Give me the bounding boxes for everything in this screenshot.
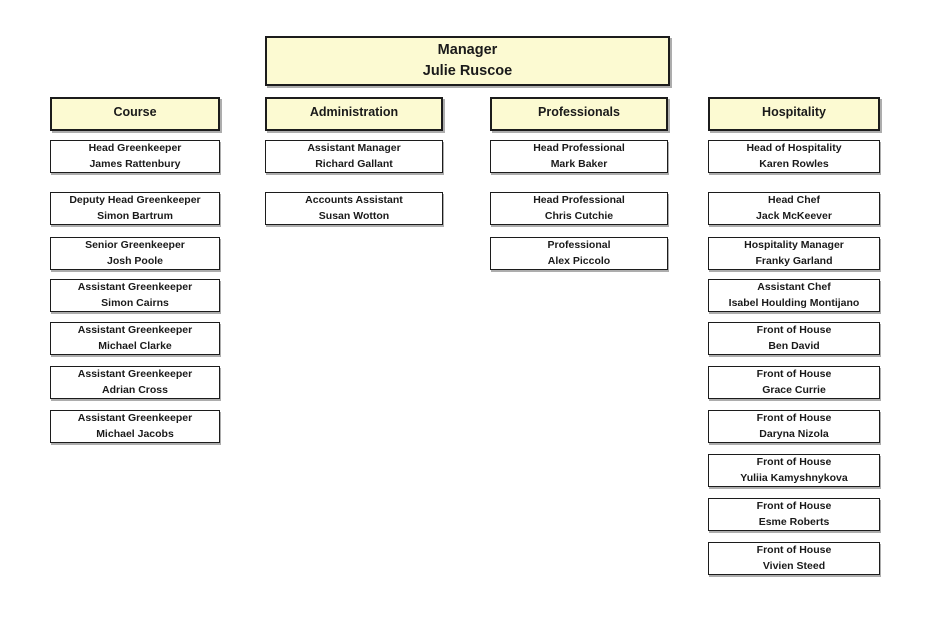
org-box-name: James Rattenbury: [89, 157, 181, 170]
org-box-name: Josh Poole: [106, 254, 163, 267]
org-box-role: Head Professional: [533, 194, 625, 206]
org-box-name: Vivien Steed: [762, 559, 826, 572]
org-box-name: Karen Rowles: [759, 157, 829, 170]
org-box-name: Michael Jacobs: [96, 427, 174, 440]
org-box-role: Front of House: [756, 368, 832, 380]
org-box-role: Assistant Greenkeeper: [77, 412, 193, 424]
column-header-professionals: Professionals: [490, 97, 668, 131]
org-box-role: Assistant Greenkeeper: [77, 281, 193, 293]
org-box-name: Adrian Cross: [102, 383, 168, 396]
column-header-hospitality: Hospitality: [708, 97, 880, 131]
org-box-name: Simon Bartrum: [97, 209, 173, 222]
org-box-role: Deputy Head Greenkeeper: [69, 194, 201, 206]
org-box-role: Front of House: [756, 412, 832, 424]
org-box-role: Head of Hospitality: [746, 142, 842, 154]
org-box-name: Isabel Houlding Montijano: [728, 296, 860, 309]
org-box-role: Front of House: [756, 456, 832, 468]
org-box-name: Michael Clarke: [98, 339, 172, 352]
org-box-role: Front of House: [756, 500, 832, 512]
org-box-role: Assistant Greenkeeper: [77, 368, 193, 380]
org-box-role: Professional: [547, 239, 611, 251]
org-box-name: Grace Currie: [762, 383, 826, 396]
manager-name: Julie Ruscoe: [422, 63, 513, 79]
org-box-name: Jack McKeever: [756, 209, 832, 222]
org-box-role: Senior Greenkeeper: [85, 239, 185, 251]
org-box-name: Mark Baker: [550, 157, 608, 170]
manager-box: Manager Julie Ruscoe: [265, 36, 670, 86]
org-box-name: Simon Cairns: [101, 296, 169, 309]
manager-role: Manager: [437, 42, 498, 58]
org-box-name: Chris Cutchie: [544, 209, 614, 222]
org-box-role: Head Chef: [768, 194, 820, 206]
org-box-role: Front of House: [756, 544, 832, 556]
org-box-role: Assistant Greenkeeper: [77, 324, 193, 336]
org-box-name: Daryna Nizola: [759, 427, 829, 440]
org-box-name: Yuliia Kamyshnykova: [740, 471, 848, 484]
org-box-name: Ben David: [768, 339, 820, 352]
org-box-role: Accounts Assistant: [305, 194, 403, 206]
org-box-role: Head Professional: [533, 142, 625, 154]
org-box-name: Alex Piccolo: [547, 254, 611, 267]
org-box-role: Hospitality Manager: [744, 239, 844, 251]
org-box-role: Front of House: [756, 324, 832, 336]
org-box-name: Esme Roberts: [758, 515, 830, 528]
column-header-administration: Administration: [265, 97, 443, 131]
org-box-name: Franky Garland: [755, 254, 833, 267]
org-box-name: Richard Gallant: [315, 157, 393, 170]
column-header-course: Course: [50, 97, 220, 131]
org-box-role: Head Greenkeeper: [88, 142, 182, 154]
org-box-role: Assistant Manager: [307, 142, 401, 154]
org-box-name: Susan Wotton: [318, 209, 390, 222]
org-box-role: Assistant Chef: [757, 281, 831, 293]
